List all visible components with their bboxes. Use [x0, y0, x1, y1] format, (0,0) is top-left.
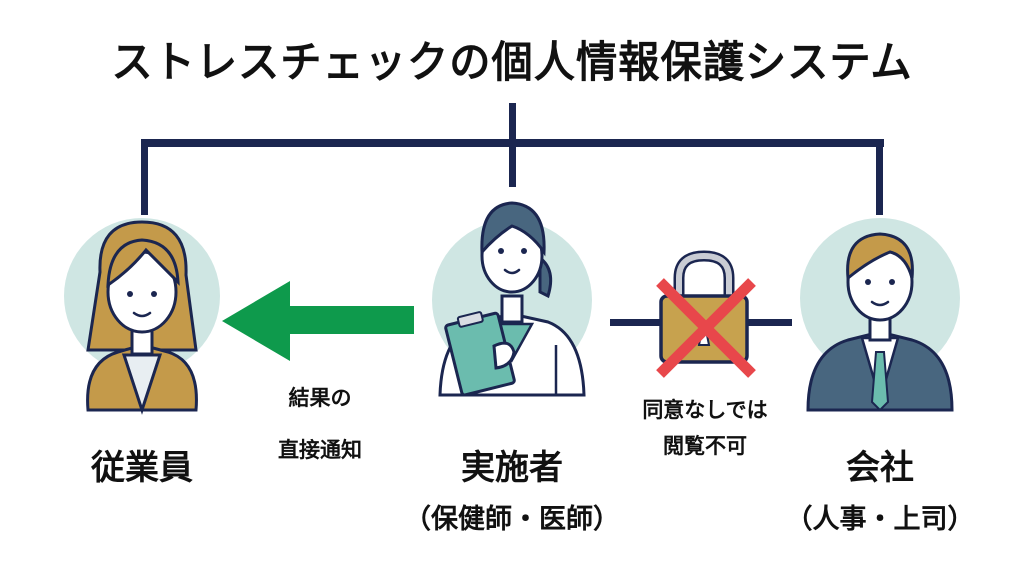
implementer-neck: [500, 294, 524, 324]
company-avatar: [800, 218, 960, 412]
connector-right-drop: [876, 139, 883, 215]
cross-icon: [656, 278, 756, 378]
blocked-line-left: [610, 319, 660, 326]
blocked-line-right: [748, 319, 792, 326]
role-company-sub: （人事・上司）: [785, 504, 975, 535]
role-implementer-name: 実施者: [461, 448, 563, 488]
lock-icon: [659, 250, 749, 364]
note-direct-notice: 結果の 直接通知: [240, 380, 400, 468]
implementer-hand: [492, 341, 516, 370]
diagram-title: ストレスチェックの個人情報保護システム: [111, 38, 913, 88]
role-implementer-sub: （保健師・医師）: [404, 504, 620, 535]
role-company-name: 会社: [846, 448, 914, 488]
cross-stroke-2: [656, 278, 756, 378]
company-eye-left: [865, 279, 871, 285]
implementer-smile: [503, 268, 521, 275]
role-employee-name: 従業員: [91, 448, 193, 488]
implementer-ponytail: [538, 254, 553, 299]
arrow-left-icon: [222, 281, 414, 361]
employee-avatar: [64, 218, 220, 415]
company-smile: [870, 300, 890, 307]
note-no-access-line1: 同意なしでは: [642, 398, 768, 422]
company-hair: [846, 232, 914, 281]
note-no-access-line2: 閲覧不可: [663, 434, 747, 458]
employee-neck: [130, 328, 154, 356]
implementer-eye-right: [521, 248, 527, 254]
note-direct-notice-line1: 結果の: [288, 386, 352, 410]
employee-eye-left: [127, 291, 133, 297]
employee-bangs: [106, 238, 180, 288]
implementer-avatar: [432, 201, 592, 397]
implementer-hair: [480, 201, 546, 257]
lock-shackle-inner: [676, 252, 732, 300]
note-no-access: 同意なしでは 閲覧不可: [610, 392, 800, 464]
employee-smile: [132, 311, 152, 318]
hierarchy-connector: [141, 103, 884, 215]
company-tie: [870, 351, 890, 412]
implementer-eye-left: [498, 248, 504, 254]
connector-left-drop: [141, 139, 148, 215]
employee-eye-right: [151, 291, 157, 297]
company-eye-right: [889, 279, 895, 285]
connector-bar: [141, 139, 884, 147]
note-direct-notice-line2: 直接通知: [278, 438, 362, 462]
